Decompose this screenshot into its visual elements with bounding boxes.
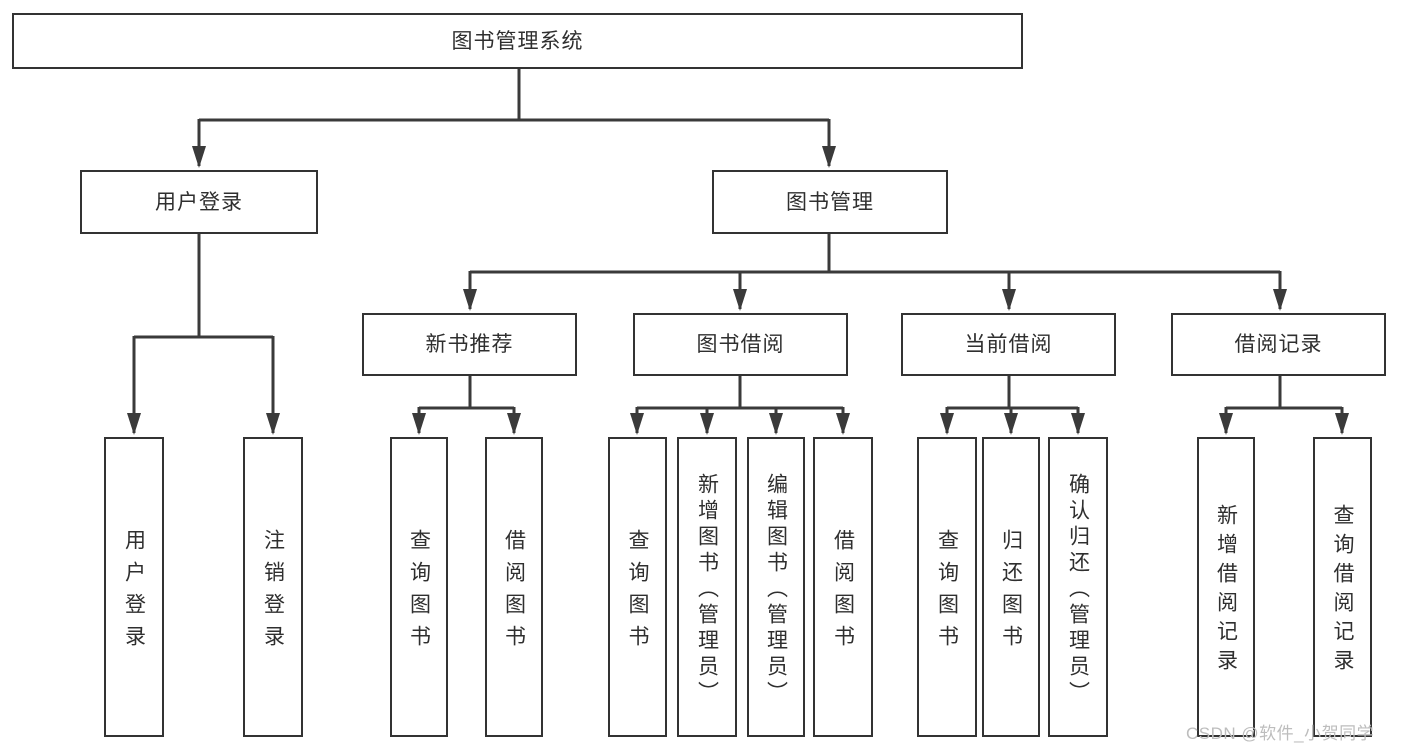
- leaf-query-borrow-record: 查询借阅记录: [1313, 437, 1372, 737]
- leaf-borrow-books-1: 借阅图书: [485, 437, 543, 737]
- leaf-add-borrow-record: 新增借阅记录: [1197, 437, 1255, 737]
- node-user-login: 用户登录: [80, 170, 318, 234]
- edge-new-book-trunk: [419, 376, 514, 410]
- edge-current-borrow-trunk: [947, 376, 1078, 410]
- csdn-watermark: CSDN @软件_小贺同学: [1186, 724, 1375, 743]
- leaf-query-books-1: 查询图书: [390, 437, 448, 737]
- leaf-query-books-2: 查询图书: [608, 437, 667, 737]
- edge-book-borrow-trunk: [637, 376, 843, 410]
- edge-book-mgmt-trunk: [470, 234, 1280, 274]
- leaf-add-book-admin: 新增图书（管理员）: [677, 437, 737, 737]
- edge-root-trunk: [199, 68, 829, 122]
- node-book-borrow: 图书借阅: [633, 313, 848, 376]
- leaf-query-books-3: 查询图书: [917, 437, 977, 737]
- node-current-borrow: 当前借阅: [901, 313, 1116, 376]
- leaf-borrow-books-2: 借阅图书: [813, 437, 873, 737]
- leaf-user-login: 用户登录: [104, 437, 164, 737]
- edge-borrow-records-trunk: [1226, 376, 1342, 410]
- connector-group: [127, 68, 1349, 435]
- leaf-logout: 注销登录: [243, 437, 303, 737]
- node-new-book-recommend: 新书推荐: [362, 313, 577, 376]
- leaf-return-book: 归还图书: [982, 437, 1040, 737]
- node-library-management-system: 图书管理系统: [12, 13, 1023, 69]
- node-borrow-records: 借阅记录: [1171, 313, 1386, 376]
- node-book-management: 图书管理: [712, 170, 948, 234]
- leaf-edit-book-admin: 编辑图书（管理员）: [747, 437, 805, 737]
- edge-user-login-trunk: [134, 234, 273, 339]
- leaf-confirm-return-admin: 确认归还（管理员）: [1048, 437, 1108, 737]
